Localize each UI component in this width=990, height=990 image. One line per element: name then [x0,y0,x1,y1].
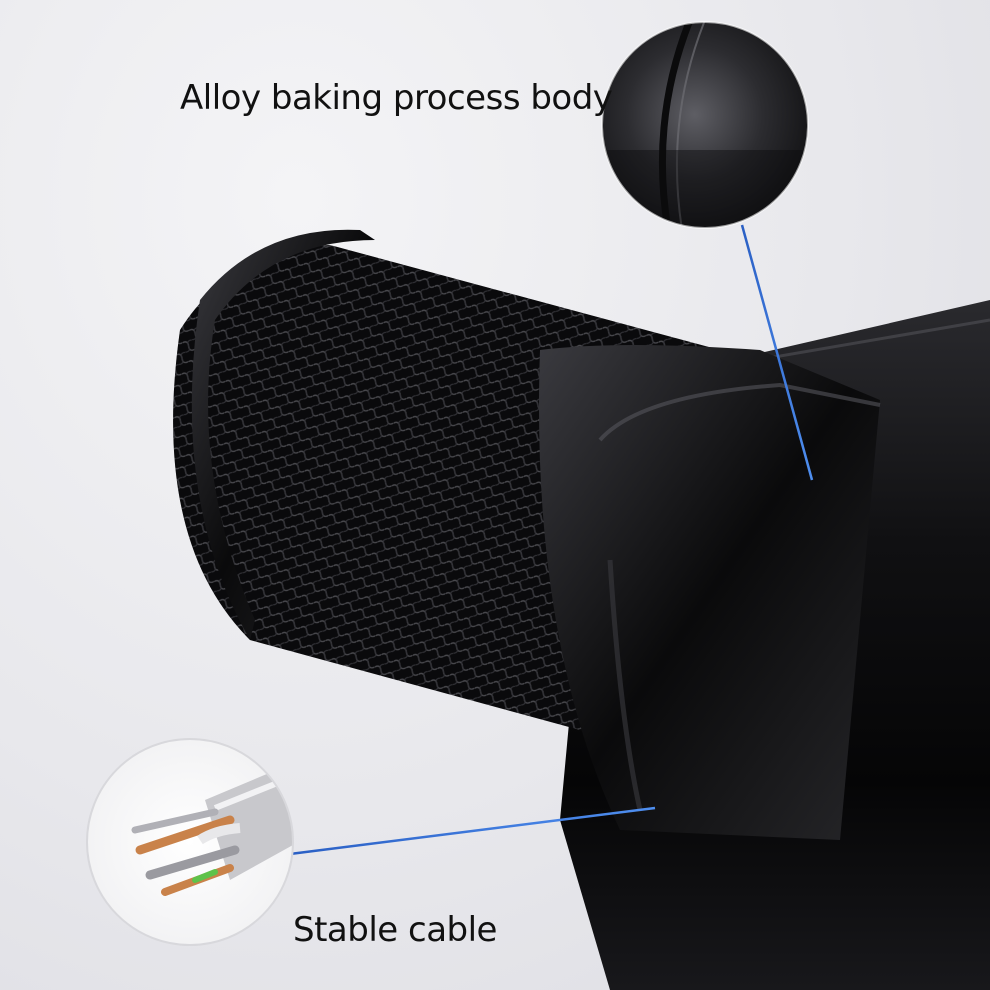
callout-line-body [740,224,814,481]
alloy-body-callout-label: Alloy baking process body [180,78,613,118]
cable-zoom-inset [86,738,294,946]
callout-line-cable [289,806,656,856]
alloy-body-zoom-inset [601,21,809,229]
stable-cable-callout-label: Stable cable [293,910,497,950]
body-collar-ring [539,345,881,840]
